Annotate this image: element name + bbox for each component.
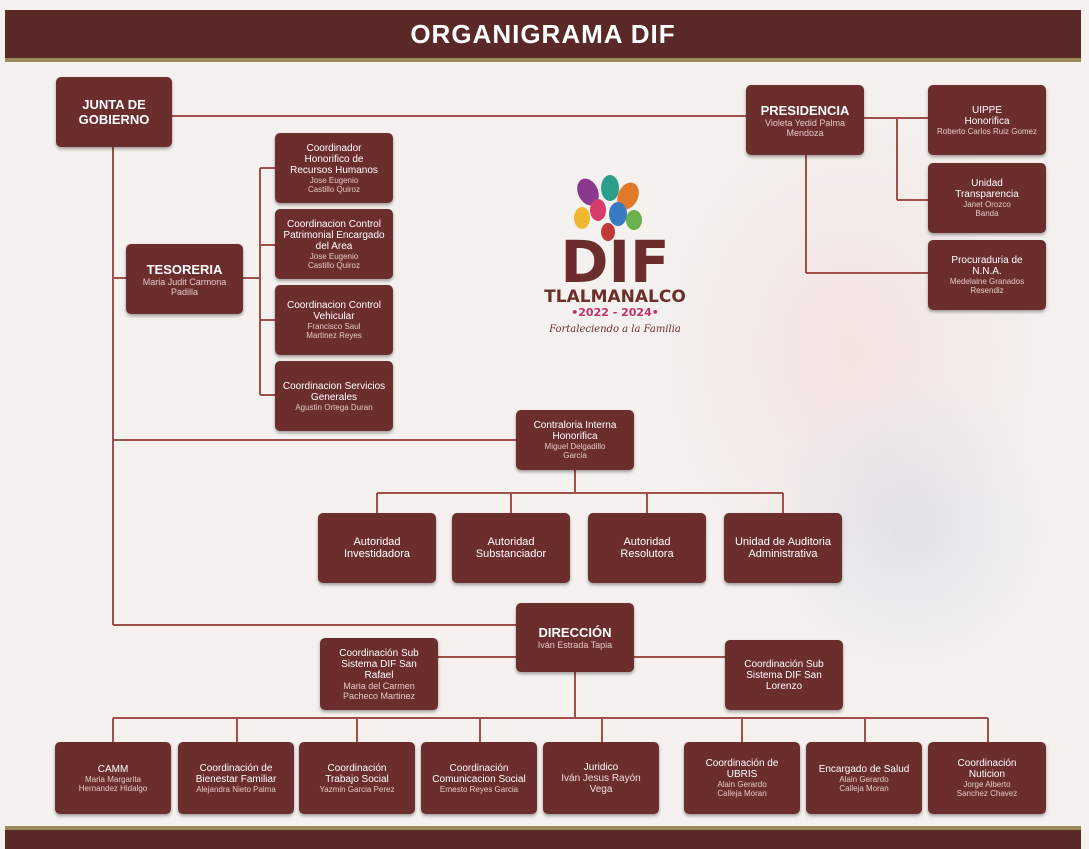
node-tesoreria: TESORERIA Maria Judit Carmona Padilla xyxy=(126,244,243,314)
node-title: Coordinacion Control Patrimonial Encarga… xyxy=(283,218,385,252)
node-person: Iván Estrada Tapia xyxy=(537,640,613,650)
node-person: Iván Jesus Rayón Vega xyxy=(561,772,641,795)
node-transparencia: Unidad Transparencia Janet Orozco Banda xyxy=(928,163,1046,233)
node-title: Encargado de Salud xyxy=(818,763,910,775)
node-person: Ernesto Reyes Garcia xyxy=(439,784,519,794)
node-presidencia: PRESIDENCIA Violeta Yedid Palma Mendoza xyxy=(746,85,864,155)
node-title: Coordinación de Bienestar Familiar xyxy=(195,762,277,785)
node-ubris: Coordinación de UBRIS Alain Gerardo Call… xyxy=(684,742,800,814)
logo-name: TLALMANALCO xyxy=(544,287,686,307)
node-bienestar-familiar: Coordinación de Bienestar Familiar Aleja… xyxy=(178,742,294,814)
node-uippe: UIPPE Honorifica Roberto Carlos Ruiz Gom… xyxy=(928,85,1046,155)
node-direccion: DIRECCIÓN Iván Estrada Tapia xyxy=(516,603,634,672)
node-title: Coordinacion Servicios Generales xyxy=(282,380,386,403)
node-coord-control-patrimonial: Coordinacion Control Patrimonial Encarga… xyxy=(275,209,393,279)
node-person: Alain Gerardo Calleja Moran xyxy=(717,780,767,798)
node-title: DIRECCIÓN xyxy=(538,625,612,640)
page-title: ORGANIGRAMA DIF xyxy=(5,10,1081,62)
node-title: Coordinación Nuticion xyxy=(957,758,1017,780)
logo-petals-icon xyxy=(574,175,642,241)
node-juridico: Juridico Iván Jesus Rayón Vega xyxy=(543,742,659,814)
node-trabajo-social: Coordinación Trabajo Social Yazmin Garci… xyxy=(299,742,415,814)
node-title: CAMM xyxy=(97,763,129,775)
node-coord-recursos-humanos: Coordinador Honorifico de Recursos Human… xyxy=(275,133,393,203)
node-title: JUNTA DE GOBIERNO xyxy=(78,97,150,127)
node-autoridad-investidadora: Autoridad Investidadora xyxy=(318,513,436,583)
node-person: Maria Judit Carmona Padilla xyxy=(142,276,227,297)
node-person: Alain Gerardo Calleja Moran xyxy=(839,774,889,793)
node-comunicacion-social: Coordinación Comunicacion Social Ernesto… xyxy=(421,742,537,814)
node-person: Maria Margarita Hernandez Hidalgo xyxy=(78,774,148,793)
node-title: Autoridad Resolutora xyxy=(620,536,674,560)
node-person: Francisco Saul Martinez Reyes xyxy=(306,322,362,340)
node-title: Coordinación Comunicacion Social xyxy=(432,762,526,785)
node-autoridad-resolutora: Autoridad Resolutora xyxy=(588,513,706,583)
logo-slogan: Fortaleciendo a la Familia xyxy=(548,324,681,335)
logo-letters: DIF xyxy=(560,228,669,296)
node-person: Jose Eugenio Castillo Quiroz xyxy=(307,251,360,270)
node-title: TESORERIA xyxy=(146,261,223,277)
node-unidad-auditoria: Unidad de Auditoria Administrativa xyxy=(724,513,842,583)
logo-years: •2022 - 2024• xyxy=(571,306,659,319)
node-title: Contraloria Interna Honorifica xyxy=(533,420,617,442)
node-title: Autoridad Substanciador xyxy=(475,536,547,560)
node-person: Janet Orozco Banda xyxy=(963,200,1011,218)
node-coord-control-vehicular: Coordinacion Control Vehicular Francisco… xyxy=(275,285,393,355)
node-title: UIPPE Honorifica xyxy=(964,104,1010,127)
node-person: Alejandra Nieto Palma xyxy=(196,784,276,794)
node-person: Roberto Carlos Ruiz Gomez xyxy=(936,126,1038,136)
node-person: Medelaine Granados Resendiz xyxy=(949,277,1025,295)
node-title: PRESIDENCIA xyxy=(760,102,850,118)
node-title: Coordinación Sub Sistema DIF San Rafael xyxy=(339,647,419,681)
node-subsistema-san-lorenzo: Coordinación Sub Sistema DIF San Lorenzo xyxy=(725,640,843,710)
node-coord-servicios-generales: Coordinacion Servicios Generales Agustin… xyxy=(275,361,393,431)
node-encargado-salud: Encargado de Salud Alain Gerardo Calleja… xyxy=(806,742,922,814)
node-nuticion: Coordinación Nuticion Jorge Alberto Sanc… xyxy=(928,742,1046,814)
node-person: Jorge Alberto Sanchez Chavez xyxy=(956,780,1018,798)
dif-logo: DIF TLALMANALCO •2022 - 2024• Fortalecie… xyxy=(530,170,700,345)
node-person: Miguel Delgadillo Garcia xyxy=(544,442,606,460)
node-title: Coordinación Sub Sistema DIF San Lorenzo xyxy=(744,658,824,692)
node-title: Unidad Transparencia xyxy=(955,178,1019,200)
node-junta-gobierno: JUNTA DE GOBIERNO xyxy=(56,77,172,147)
node-person: Agustin Ortega Duran xyxy=(295,402,373,412)
node-title: Coordinacion Control Vehicular xyxy=(287,300,381,322)
node-title: Coordinador Honorifico de Recursos Human… xyxy=(290,142,378,176)
node-person: Violeta Yedid Palma Mendoza xyxy=(765,117,845,138)
node-title: Procuraduria de N.N.A. xyxy=(951,255,1023,277)
node-title: Autoridad Investidadora xyxy=(343,536,411,560)
node-title: Juridico xyxy=(583,761,619,773)
node-title: Coordinación de UBRIS xyxy=(705,758,779,780)
node-person: Yazmin Garcia Perez xyxy=(319,784,395,794)
node-autoridad-substanciador: Autoridad Substanciador xyxy=(452,513,570,583)
node-title: Unidad de Auditoria Administrativa xyxy=(734,536,831,560)
node-title: Coordinación Trabajo Social xyxy=(325,762,389,785)
node-camm: CAMM Maria Margarita Hernandez Hidalgo xyxy=(55,742,171,814)
node-person: Maria del Carmen Pacheco Martinez xyxy=(342,680,416,701)
node-subsistema-san-rafael: Coordinación Sub Sistema DIF San Rafael … xyxy=(320,638,438,710)
node-person: Jose Eugenio Castillo Quiroz xyxy=(307,175,360,194)
page-footer-bar xyxy=(5,826,1081,849)
node-contraloria-interna: Contraloria Interna Honorifica Miguel De… xyxy=(516,410,634,470)
node-procuraduria: Procuraduria de N.N.A. Medelaine Granado… xyxy=(928,240,1046,310)
